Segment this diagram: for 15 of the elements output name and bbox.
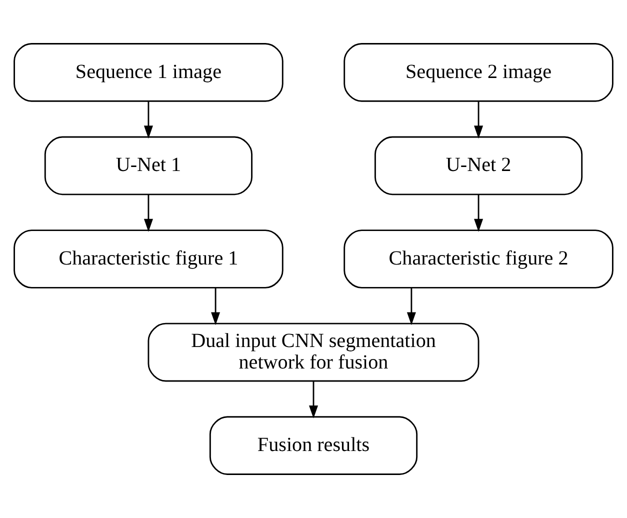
arrow [406, 288, 416, 326]
node-box: Characteristic figure 1 [14, 230, 284, 288]
node-box: Fusion results [209, 416, 418, 475]
arrow [474, 101, 484, 139]
arrow [144, 194, 153, 232]
arrow [144, 101, 153, 139]
node-box: Characteristic figure 2 [344, 230, 614, 288]
node-box: U-Net 2 [374, 136, 583, 196]
node-box: Sequence 2 image [344, 43, 614, 102]
node-box: U-Net 1 [44, 136, 252, 196]
arrow [308, 381, 318, 418]
arrow [211, 288, 220, 326]
node-box: Sequence 1 image [14, 43, 284, 102]
node-box: Dual input CNN segmentation network for fusion [148, 322, 480, 382]
arrow [474, 194, 484, 232]
